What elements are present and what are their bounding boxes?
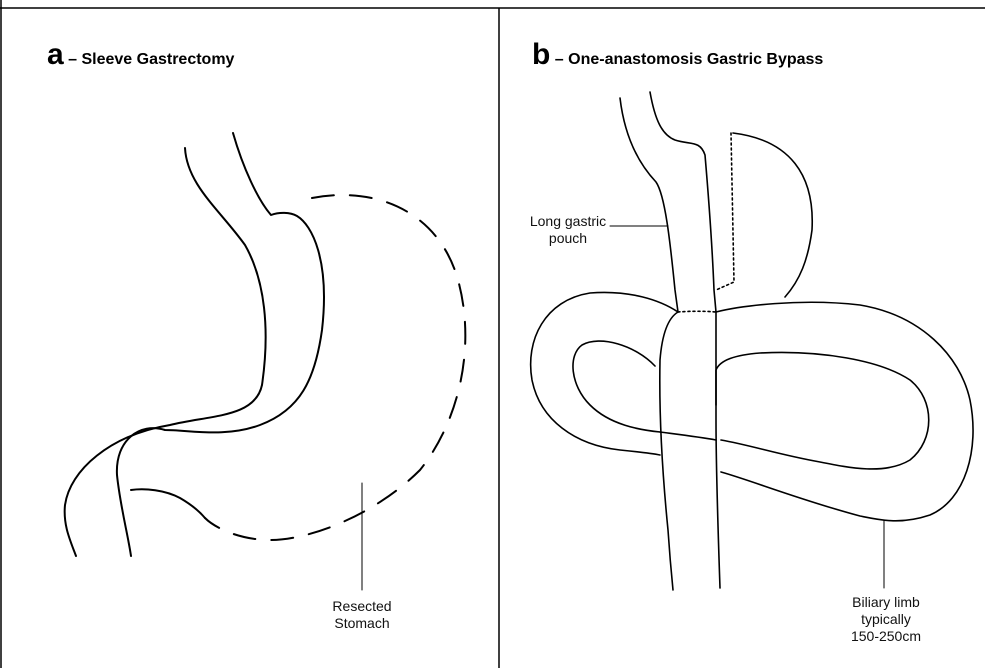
common-channel-right xyxy=(716,312,720,588)
panel-a-title: a – Sleeve Gastrectomy xyxy=(47,38,234,72)
alimentary-loop-outer xyxy=(531,292,678,455)
long-gastric-pouch-label: Long gastric pouch xyxy=(520,213,616,247)
biliary-limb-label-line2: typically xyxy=(838,611,934,628)
anastomosis-dotted xyxy=(678,311,716,312)
panel-a-letter: a xyxy=(47,38,64,71)
biliary-loop-inner xyxy=(716,352,929,469)
panel-b-title: b – One-anastomosis Gastric Bypass xyxy=(532,38,823,72)
resected-stomach-label-line1: Resected xyxy=(320,598,404,615)
biliary-limb-label-line3: 150-250cm xyxy=(838,628,934,645)
sleeve-outer-wall xyxy=(65,148,266,556)
pouch-right-wall xyxy=(650,92,716,312)
sleeve-inner-wall xyxy=(117,133,324,556)
sleeve-gastrectomy-drawing xyxy=(65,133,466,590)
resected-stomach-label: Resected Stomach xyxy=(320,598,404,632)
resected-stomach-outline xyxy=(205,195,465,540)
panel-b-letter: b xyxy=(532,38,550,71)
panel-a-title-text: – Sleeve Gastrectomy xyxy=(64,51,235,68)
biliary-limb-label-line1: Biliary limb xyxy=(838,594,934,611)
sleeve-pylorus xyxy=(131,489,205,518)
remnant-stomach-wall xyxy=(733,133,812,297)
panel-b-title-text: – One-anastomosis Gastric Bypass xyxy=(550,51,823,68)
alimentary-loop-inner xyxy=(573,341,660,432)
remnant-stomach-dotted xyxy=(716,133,734,290)
pouch-left-wall xyxy=(620,98,678,312)
long-gastric-pouch-label-line1: Long gastric xyxy=(520,213,616,230)
biliary-loop-outer xyxy=(716,302,973,521)
resected-stomach-label-line2: Stomach xyxy=(320,615,404,632)
biliary-limb-label: Biliary limb typically 150-250cm xyxy=(838,594,934,645)
biliary-crossing xyxy=(660,432,716,440)
gastric-bypass-drawing xyxy=(531,92,973,590)
common-channel-left xyxy=(660,312,678,590)
long-gastric-pouch-label-line2: pouch xyxy=(520,230,616,247)
